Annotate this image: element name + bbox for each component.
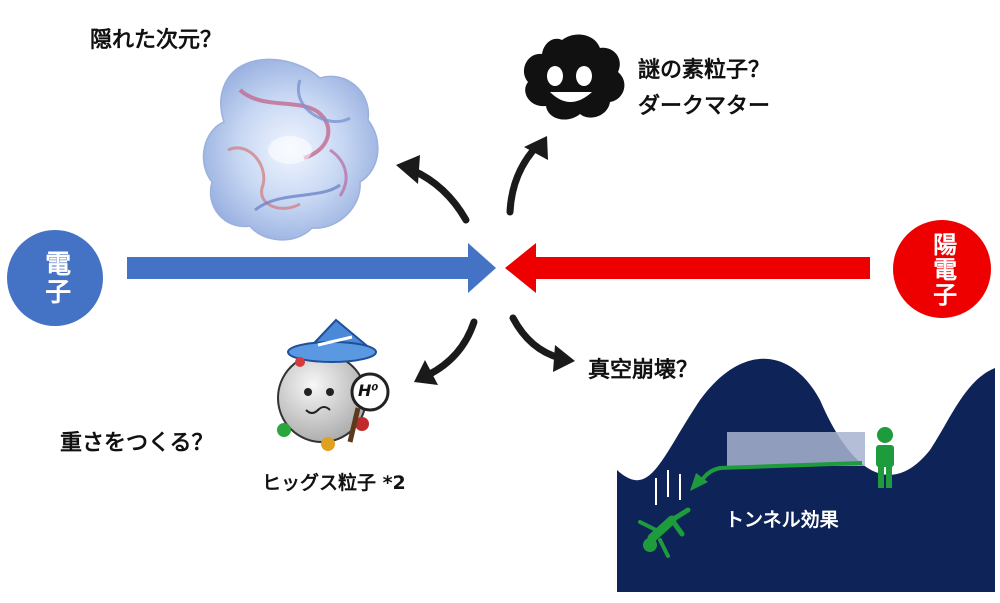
higgs-sign-text: H⁰: [358, 381, 379, 400]
calabi-yau-shape-image: [202, 58, 379, 241]
tunnel-barrier-band: [727, 432, 865, 466]
arrowhead-dark-matter: [524, 136, 548, 160]
arrow-to-higgs: [424, 318, 478, 379]
positron-badge: 陽電子: [893, 220, 991, 318]
arrowhead-hidden-dimension: [396, 155, 420, 184]
mass-origin-label: 重さをつくる？: [60, 431, 214, 456]
electron-badge: 電子: [7, 230, 103, 326]
arrow-to-hidden-dimension: [408, 166, 470, 224]
arrowhead-vacuum-decay: [553, 345, 575, 372]
arrow-to-dark-matter: [506, 141, 542, 216]
falling-person-icon: [638, 470, 691, 558]
higgs-caption: ヒッグス粒子 *2: [262, 472, 406, 494]
dark-matter-blob-icon: [523, 34, 625, 120]
standing-person-icon: [876, 427, 894, 488]
arrowhead-higgs: [414, 360, 438, 385]
dark-matter-label-line2: ダークマター: [638, 94, 771, 119]
vacuum-decay-label: 真空崩壊？: [588, 358, 699, 383]
electron-beam-arrow: [127, 243, 496, 293]
dark-matter-label-line1: 謎の素粒子？: [638, 58, 771, 83]
tunnel-effect-landscape: [617, 358, 995, 592]
positron-beam-arrow: [505, 243, 870, 293]
hidden-dimension-label: 隠れた次元？: [90, 28, 223, 53]
higgs-mascot-image: [277, 318, 390, 451]
positron-label: 陽電子: [928, 231, 957, 307]
arrow-to-vacuum-decay: [509, 314, 564, 362]
electron-label: 電子: [40, 250, 71, 306]
tunnel-effect-label: トンネル効果: [725, 509, 839, 531]
